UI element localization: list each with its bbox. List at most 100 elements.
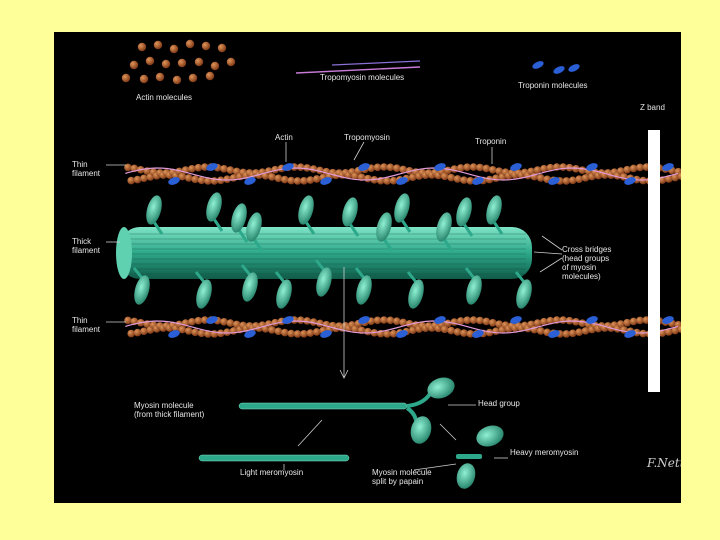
actin-bead: [630, 165, 638, 173]
actin-bead: [623, 166, 631, 174]
actin-bead: [127, 177, 135, 185]
myosin-head: [405, 278, 426, 311]
actin-molecule: [206, 72, 214, 80]
actin-bead: [387, 317, 395, 325]
myosin-head: [203, 191, 224, 224]
actin-bead: [575, 328, 583, 336]
actin-bead: [630, 318, 638, 326]
actin-bead: [582, 327, 590, 335]
actin-bead: [489, 166, 497, 174]
label-heavy-meromyosin: Heavy meromyosin: [510, 448, 578, 457]
actin-bead: [444, 320, 452, 328]
actin-bead: [447, 327, 455, 335]
label-thin-filament-bottom-1: Thin: [72, 316, 88, 325]
heavy-meromyosin-head: [454, 461, 478, 491]
leader-line: [534, 252, 562, 254]
actin-bead: [393, 317, 401, 325]
actin-bead: [124, 317, 132, 325]
actin-bead: [390, 330, 398, 338]
actin-bead: [140, 174, 148, 182]
actin-bead: [281, 329, 289, 337]
actin-bead: [534, 319, 542, 327]
actin-molecule: [218, 44, 226, 52]
actin-bead: [579, 166, 587, 174]
label-z-band: Z band: [640, 103, 665, 112]
actin-molecule: [122, 74, 130, 82]
actin-bead: [579, 319, 587, 327]
light-meromyosin-rod: [199, 455, 349, 461]
arrow-split-left: [298, 420, 322, 446]
heavy-meromyosin-head: [473, 422, 506, 450]
actin-bead: [447, 174, 455, 182]
actin-bead: [223, 175, 231, 183]
actin-bead: [268, 173, 276, 181]
actin-bead: [127, 330, 135, 338]
myosin-head: [273, 278, 294, 311]
label-thin-filament-bottom-2: filament: [72, 325, 100, 334]
actin-bead: [569, 329, 577, 337]
actin-bead: [268, 326, 276, 334]
leader-line: [540, 258, 562, 272]
actin-molecule: [173, 76, 181, 84]
actin-molecule: [170, 45, 178, 53]
actin-bead: [492, 174, 500, 182]
actin-bead: [476, 317, 484, 325]
actin-bead: [275, 174, 283, 182]
actin-molecule: [156, 73, 164, 81]
label-tropomyosin-molecules: Tropomyosin molecules: [320, 73, 404, 82]
actin-bead: [223, 328, 231, 336]
actin-bead: [623, 319, 631, 327]
label-thin-filament-top-2: filament: [72, 169, 100, 178]
actin-molecule: [140, 75, 148, 83]
actin-molecule: [178, 59, 186, 67]
actin-bead: [185, 327, 193, 335]
label-troponin: Troponin: [475, 137, 506, 146]
label-myosin-molecule-1: Myosin molecule: [134, 401, 194, 410]
actin-bead: [483, 165, 491, 173]
actin-molecule: [202, 42, 210, 50]
actin-bead: [191, 328, 199, 336]
actin-bead: [364, 328, 372, 336]
label-cross-bridges-3: of myosin: [562, 263, 596, 272]
thick-filament: [116, 191, 535, 311]
actin-bead: [230, 327, 238, 335]
actin-bead: [134, 329, 142, 337]
label-actin: Actin: [275, 133, 293, 142]
leader-line: [354, 142, 364, 160]
label-papain-2: split by papain: [372, 477, 423, 486]
label-cross-bridges-2: (head groups: [562, 254, 609, 263]
myosin-head: [295, 194, 316, 227]
actin-bead: [220, 318, 228, 326]
actin-bead: [582, 174, 590, 182]
actin-bead: [537, 174, 545, 182]
actin-bead: [460, 329, 468, 337]
actin-molecule: [130, 61, 138, 69]
actin-bead: [275, 327, 283, 335]
actin-bead: [460, 176, 468, 184]
actin-bead: [227, 319, 235, 327]
actin-bead: [387, 164, 395, 172]
actin-bead: [185, 174, 193, 182]
leader-line: [542, 236, 562, 250]
actin-bead: [140, 327, 148, 335]
label-actin-molecules: Actin molecules: [136, 93, 192, 102]
label-thin-filament-top-1: Thin: [72, 160, 88, 169]
actin-molecule: [146, 57, 154, 65]
label-light-meromyosin: Light meromyosin: [240, 468, 303, 477]
actin-bead: [313, 328, 321, 336]
artist-signature: F.Netter: [647, 456, 681, 470]
actin-bead: [364, 175, 372, 183]
actin-molecule: [195, 58, 203, 66]
actin-bead: [457, 317, 465, 325]
actin-bead: [307, 176, 315, 184]
actin-bead: [179, 326, 187, 334]
actin-molecule: [211, 62, 219, 70]
actin-bead: [454, 175, 462, 183]
actin-bead: [393, 164, 401, 172]
troponin-molecule: [531, 60, 545, 71]
myosin-head: [339, 196, 360, 229]
myosin-head: [193, 278, 214, 311]
actin-bead: [297, 316, 305, 324]
actin-bead: [451, 165, 459, 173]
tropomyosin-molecule: [332, 61, 420, 65]
